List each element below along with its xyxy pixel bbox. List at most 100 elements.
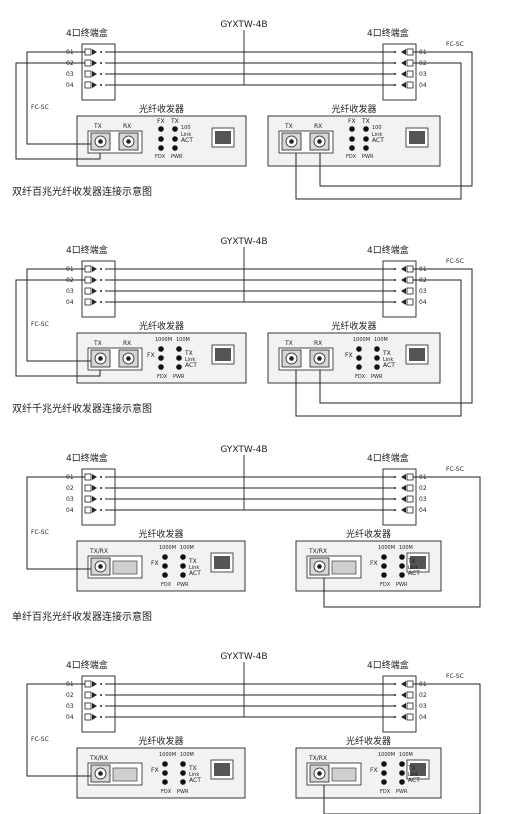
patch-cord-left: [26, 476, 91, 570]
cable-label: GYXTW-4B: [220, 652, 267, 662]
port-jack: [84, 473, 92, 481]
port-number: 04: [66, 82, 74, 89]
ethernet-port: [210, 552, 234, 573]
led-label-100: 100: [181, 125, 191, 131]
led-label-fdx: FDX: [355, 374, 366, 380]
diagram-caption: 双纤千兆光纤收发器连接示意图: [12, 402, 152, 415]
terminal-box-title-right: 4口终端盒: [367, 27, 409, 39]
led-label-100m: 100M: [399, 752, 413, 758]
port-label-txrx: TX/RX: [89, 755, 108, 762]
patch-cord-right-tx: [295, 62, 462, 200]
led-label-tx: TX: [361, 118, 370, 125]
patch-cord-right-rx: [319, 268, 473, 404]
status-led: [399, 572, 405, 578]
status-led: [374, 346, 380, 352]
led-label-fdx: FDX: [155, 154, 166, 160]
transceiver-title: 光纤收发器: [139, 103, 184, 115]
led-label-tx: TX: [170, 118, 179, 125]
status-led: [162, 761, 168, 767]
port-dot: [100, 476, 102, 478]
led-label-pwr: PWR: [171, 154, 183, 160]
led-label-fx: FX: [370, 767, 378, 774]
status-led: [399, 761, 405, 767]
port-dot: [100, 51, 102, 53]
port-label-rx: RX: [123, 123, 131, 130]
port-label-txrx: TX/RX: [308, 755, 327, 762]
led-label-fx: FX: [151, 560, 159, 567]
patch-cord-left: [26, 683, 91, 777]
port-jack: [84, 287, 92, 295]
fc-sc-label-left: FC-SC: [31, 736, 49, 743]
led-label-pwr: PWR: [177, 789, 189, 795]
port-number: 03: [419, 288, 427, 295]
led-label-link: Link: [189, 565, 199, 571]
status-led: [180, 779, 186, 785]
port-number: 02: [419, 692, 427, 699]
led-label-1000m: 1000M: [159, 545, 176, 551]
cable-label: GYXTW-4B: [220, 237, 267, 247]
status-led: [356, 355, 362, 361]
port-number: 04: [419, 507, 427, 514]
led-label-fdx: FDX: [161, 582, 172, 588]
status-led: [162, 554, 168, 560]
tx-connector: [90, 349, 111, 368]
led-label-pwr: PWR: [362, 154, 374, 160]
transceiver-title: 光纤收发器: [346, 735, 391, 747]
port-dot: [100, 498, 102, 500]
status-led: [363, 145, 369, 151]
port-number: 02: [66, 485, 74, 492]
terminal-box-title-right: 4口终端盒: [367, 659, 409, 671]
cable-label: GYXTW-4B: [220, 20, 267, 30]
status-led: [399, 563, 405, 569]
status-led: [349, 136, 355, 142]
port-jack: [406, 265, 414, 273]
port-jack: [406, 713, 414, 721]
port-label-txrx: TX/RX: [308, 548, 327, 555]
led-label-fdx: FDX: [380, 789, 391, 795]
ethernet-port: [211, 344, 235, 365]
fiber-slot: [112, 560, 138, 575]
patch-cord-right: [323, 683, 481, 814]
txrx-connector: [309, 764, 330, 783]
port-number: 04: [66, 507, 74, 514]
led-label-100: 100: [372, 125, 382, 131]
transceiver-title: 光纤收发器: [139, 320, 184, 332]
port-jack: [406, 691, 414, 699]
port-number: 04: [419, 714, 427, 721]
fc-sc-label-left: FC-SC: [31, 529, 49, 536]
led-label-act: ACT: [185, 362, 197, 369]
status-led: [158, 346, 164, 352]
status-led: [176, 364, 182, 370]
port-label-tx: TX: [93, 123, 102, 130]
led-label-100m: 100M: [399, 545, 413, 551]
fiber-slot: [331, 560, 357, 575]
port-number: 04: [419, 299, 427, 306]
status-led: [162, 572, 168, 578]
status-led: [162, 563, 168, 569]
transceiver-title: 光纤收发器: [346, 528, 391, 540]
diagram-caption: 单纤百兆光纤收发器连接示意图: [12, 610, 152, 623]
led-label-tx: TX: [382, 350, 391, 357]
status-led: [180, 554, 186, 560]
led-label-fx: FX: [370, 560, 378, 567]
port-jack: [84, 276, 92, 284]
port-jack: [406, 506, 414, 514]
status-led: [374, 364, 380, 370]
status-led: [172, 126, 178, 132]
port-jack: [84, 81, 92, 89]
status-led: [158, 126, 164, 132]
status-led: [399, 770, 405, 776]
status-led: [356, 364, 362, 370]
fiber-slot: [331, 767, 357, 782]
port-number: 03: [66, 496, 74, 503]
status-led: [381, 563, 387, 569]
port-jack: [84, 59, 92, 67]
led-label-fdx: FDX: [346, 154, 357, 160]
led-label-tx: TX: [188, 765, 197, 772]
port-dot: [100, 84, 102, 86]
port-dot: [100, 268, 102, 270]
